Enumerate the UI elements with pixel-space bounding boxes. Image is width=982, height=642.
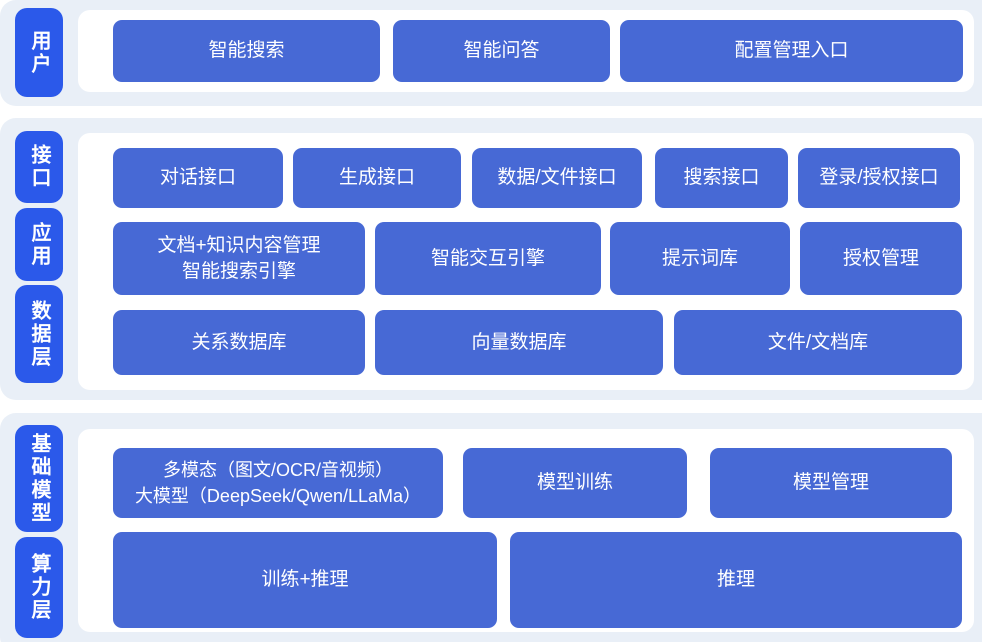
node-dialog-api-label: 对话接口: [159, 167, 236, 188]
node-config-entry-label: 配置管理入口: [734, 40, 849, 61]
section-base-band: 基础模型 算力层 多模态（图文/OCR/音视频） 大模型（DeepSeek/Qw…: [0, 413, 982, 642]
node-vector-db-label: 向量数据库: [471, 331, 567, 353]
node-multimodal-llm-line2: 大模型（DeepSeek/Qwen/LLaMa）: [134, 486, 422, 506]
node-smart-qa-label: 智能问答: [463, 40, 540, 61]
node-doc-knowledge-search-engine: 文档+知识内容管理 智能搜索引擎: [113, 222, 365, 295]
node-model-management: 模型管理: [710, 448, 952, 518]
layer-label-data-layer-text: 数据层: [28, 299, 50, 369]
node-data-file-api-label: 数据/文件接口: [497, 167, 617, 188]
node-smart-search: 智能搜索: [113, 20, 380, 82]
layer-label-application-text: 应用: [28, 221, 50, 268]
node-doc-knowledge-line1: 文档+知识内容管理: [157, 234, 321, 256]
node-interaction-engine: 智能交互引擎: [375, 222, 601, 295]
node-smart-search-label: 智能搜索: [208, 40, 285, 61]
node-search-api-label: 搜索接口: [683, 167, 760, 188]
layer-label-interface-text: 接口: [28, 144, 50, 190]
node-file-doc-store: 文件/文档库: [674, 310, 962, 375]
node-model-training-label: 模型训练: [536, 472, 613, 493]
node-config-entry: 配置管理入口: [620, 20, 963, 82]
layer-label-compute-layer-text: 算力层: [28, 553, 50, 622]
node-prompt-library-label: 提示词库: [661, 247, 738, 269]
section-user-card: 智能搜索 智能问答 配置管理入口: [78, 10, 974, 92]
layer-label-application: 应用: [15, 208, 63, 281]
node-training-inference-label: 训练+推理: [261, 569, 349, 590]
node-inference-label: 推理: [716, 569, 755, 590]
section-middle-band: 接口 应用 数据层 对话接口 生成接口 数据/文件接口 搜索接口 登录/授权接口: [0, 118, 982, 400]
node-inference: 推理: [510, 532, 962, 628]
node-doc-knowledge-line2: 智能搜索引擎: [181, 260, 296, 282]
node-login-auth-api-label: 登录/授权接口: [819, 167, 939, 188]
node-relational-db: 关系数据库: [113, 310, 365, 375]
layer-label-user-text: 用户: [28, 29, 50, 76]
node-dialog-api: 对话接口: [113, 148, 283, 208]
node-multimodal-llm-line1: 多模态（图文/OCR/音视频）: [163, 460, 393, 480]
layer-label-compute-layer: 算力层: [15, 537, 63, 638]
section-middle-card: 对话接口 生成接口 数据/文件接口 搜索接口 登录/授权接口 文档+知识内容管理…: [78, 133, 974, 390]
node-auth-management: 授权管理: [800, 222, 962, 295]
layer-label-base-model: 基础模型: [15, 425, 63, 532]
node-model-management-label: 模型管理: [792, 472, 869, 493]
node-file-doc-store-label: 文件/文档库: [767, 331, 869, 353]
node-data-file-api: 数据/文件接口: [472, 148, 642, 208]
section-base-card: 多模态（图文/OCR/音视频） 大模型（DeepSeek/Qwen/LLaMa）…: [78, 429, 974, 632]
node-generation-api: 生成接口: [293, 148, 461, 208]
node-interaction-engine-label: 智能交互引擎: [430, 247, 545, 269]
node-vector-db: 向量数据库: [375, 310, 663, 375]
layer-label-data-layer: 数据层: [15, 285, 63, 383]
node-generation-api-label: 生成接口: [338, 167, 415, 188]
node-training-inference: 训练+推理: [113, 532, 497, 628]
node-smart-qa: 智能问答: [393, 20, 610, 82]
layer-label-base-model-text: 基础模型: [28, 432, 50, 525]
section-user-band: 用户 智能搜索 智能问答 配置管理入口: [0, 0, 982, 106]
node-auth-management-label: 授权管理: [842, 247, 919, 269]
node-prompt-library: 提示词库: [610, 222, 790, 295]
node-search-api: 搜索接口: [655, 148, 788, 208]
node-model-training: 模型训练: [463, 448, 687, 518]
layer-label-interface: 接口: [15, 131, 63, 203]
node-relational-db-label: 关系数据库: [191, 331, 287, 353]
layer-label-user: 用户: [15, 8, 63, 97]
node-multimodal-llm: 多模态（图文/OCR/音视频） 大模型（DeepSeek/Qwen/LLaMa）: [113, 448, 443, 518]
node-login-auth-api: 登录/授权接口: [798, 148, 960, 208]
